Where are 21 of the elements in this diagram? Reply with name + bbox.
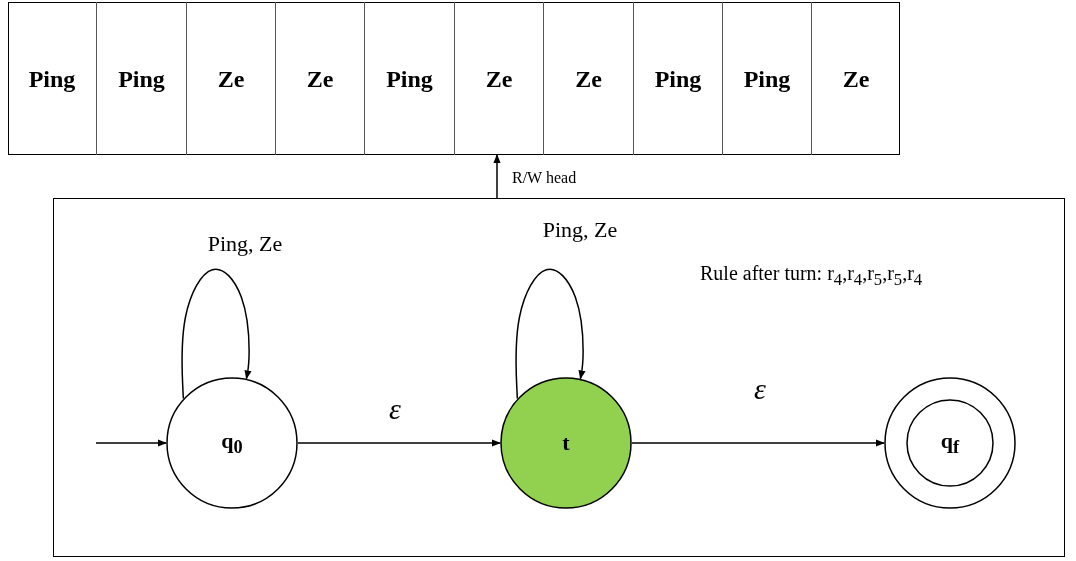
tape-symbol: Ze	[306, 65, 334, 92]
control-unit-frame	[53, 198, 1065, 557]
arrow	[631, 439, 885, 447]
self-loop-arrow	[181, 268, 252, 400]
tape-symbol: Ping	[28, 65, 76, 92]
tape-symbol: Ping	[743, 65, 791, 92]
state-label: q$_{0}$	[221, 427, 243, 459]
arrow	[297, 439, 501, 447]
state-label: t	[562, 430, 570, 456]
state-label: q$_{f}$	[940, 427, 960, 459]
tape-symbol: Ze	[217, 65, 245, 92]
arrow	[493, 154, 501, 199]
tape	[8, 2, 900, 155]
tape-symbol: Ze	[842, 65, 870, 92]
tape-symbol: Ping	[654, 65, 702, 92]
tape-symbol: Ping	[386, 65, 433, 92]
tape-symbol: Ze	[575, 65, 602, 92]
arrow	[95, 439, 167, 447]
tape-symbol: Ze	[485, 65, 513, 92]
tape-symbol: Ping	[118, 65, 165, 92]
self-loop-arrow	[515, 268, 586, 400]
